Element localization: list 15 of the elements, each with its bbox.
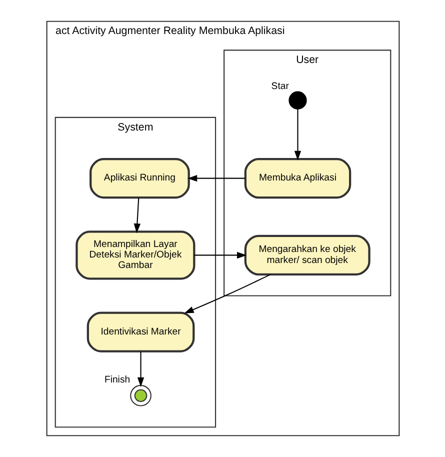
node-label: Finish	[104, 374, 130, 386]
arrow	[133, 198, 140, 234]
node-box: Menampilkan Layar Deteksi Marker/Objek Gambar	[75, 230, 195, 280]
node-box: Membuka Aplikasi	[244, 158, 351, 199]
node-circle	[288, 91, 306, 110]
node-box: Mengarahkan ke objek marker/ scan objek	[244, 234, 370, 276]
arrow	[294, 108, 301, 160]
node-label: Star	[270, 80, 288, 92]
arrow	[136, 352, 144, 387]
arrow	[186, 174, 245, 182]
arrow	[184, 274, 270, 314]
node-box: Aplikasi Running	[89, 158, 190, 199]
arrow	[194, 252, 246, 259]
node-circle	[130, 384, 151, 406]
node-box: Identivikasi Marker	[86, 312, 194, 352]
